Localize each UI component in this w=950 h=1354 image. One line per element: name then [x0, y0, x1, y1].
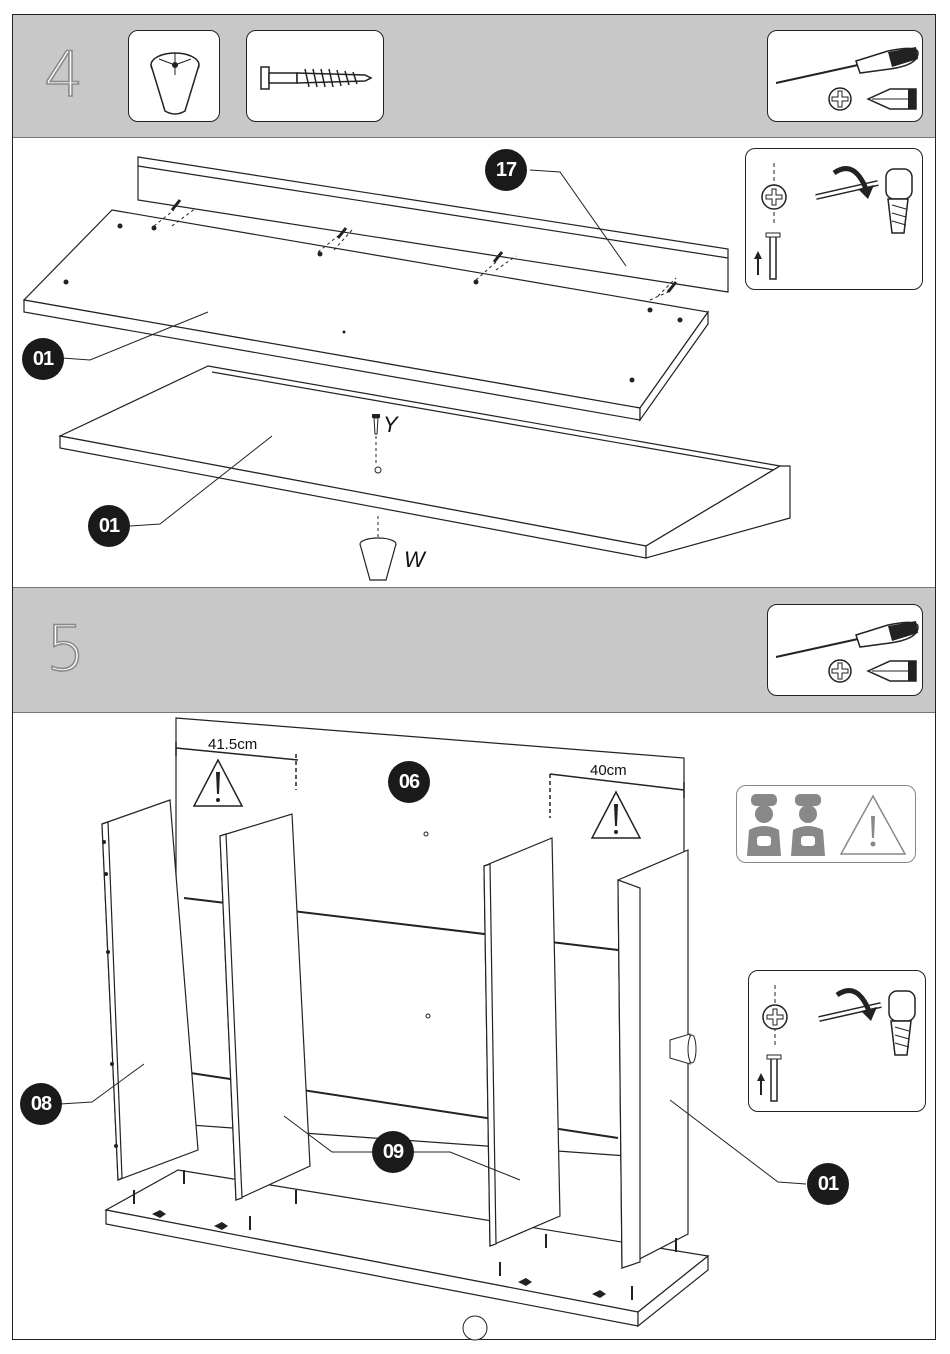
page-marker	[463, 1316, 487, 1340]
callout-right-side: 01	[807, 1163, 849, 1205]
callout-dividers: 09	[372, 1131, 414, 1173]
divider-right	[484, 838, 560, 1246]
leg-on-side	[670, 1034, 696, 1064]
base-panel	[106, 1170, 708, 1326]
callout-left-side: 08	[20, 1083, 62, 1125]
dimension-right: 40cm	[590, 762, 627, 779]
dimension-left: 41.5cm	[208, 736, 257, 753]
callout-back-board: 06	[388, 761, 430, 803]
